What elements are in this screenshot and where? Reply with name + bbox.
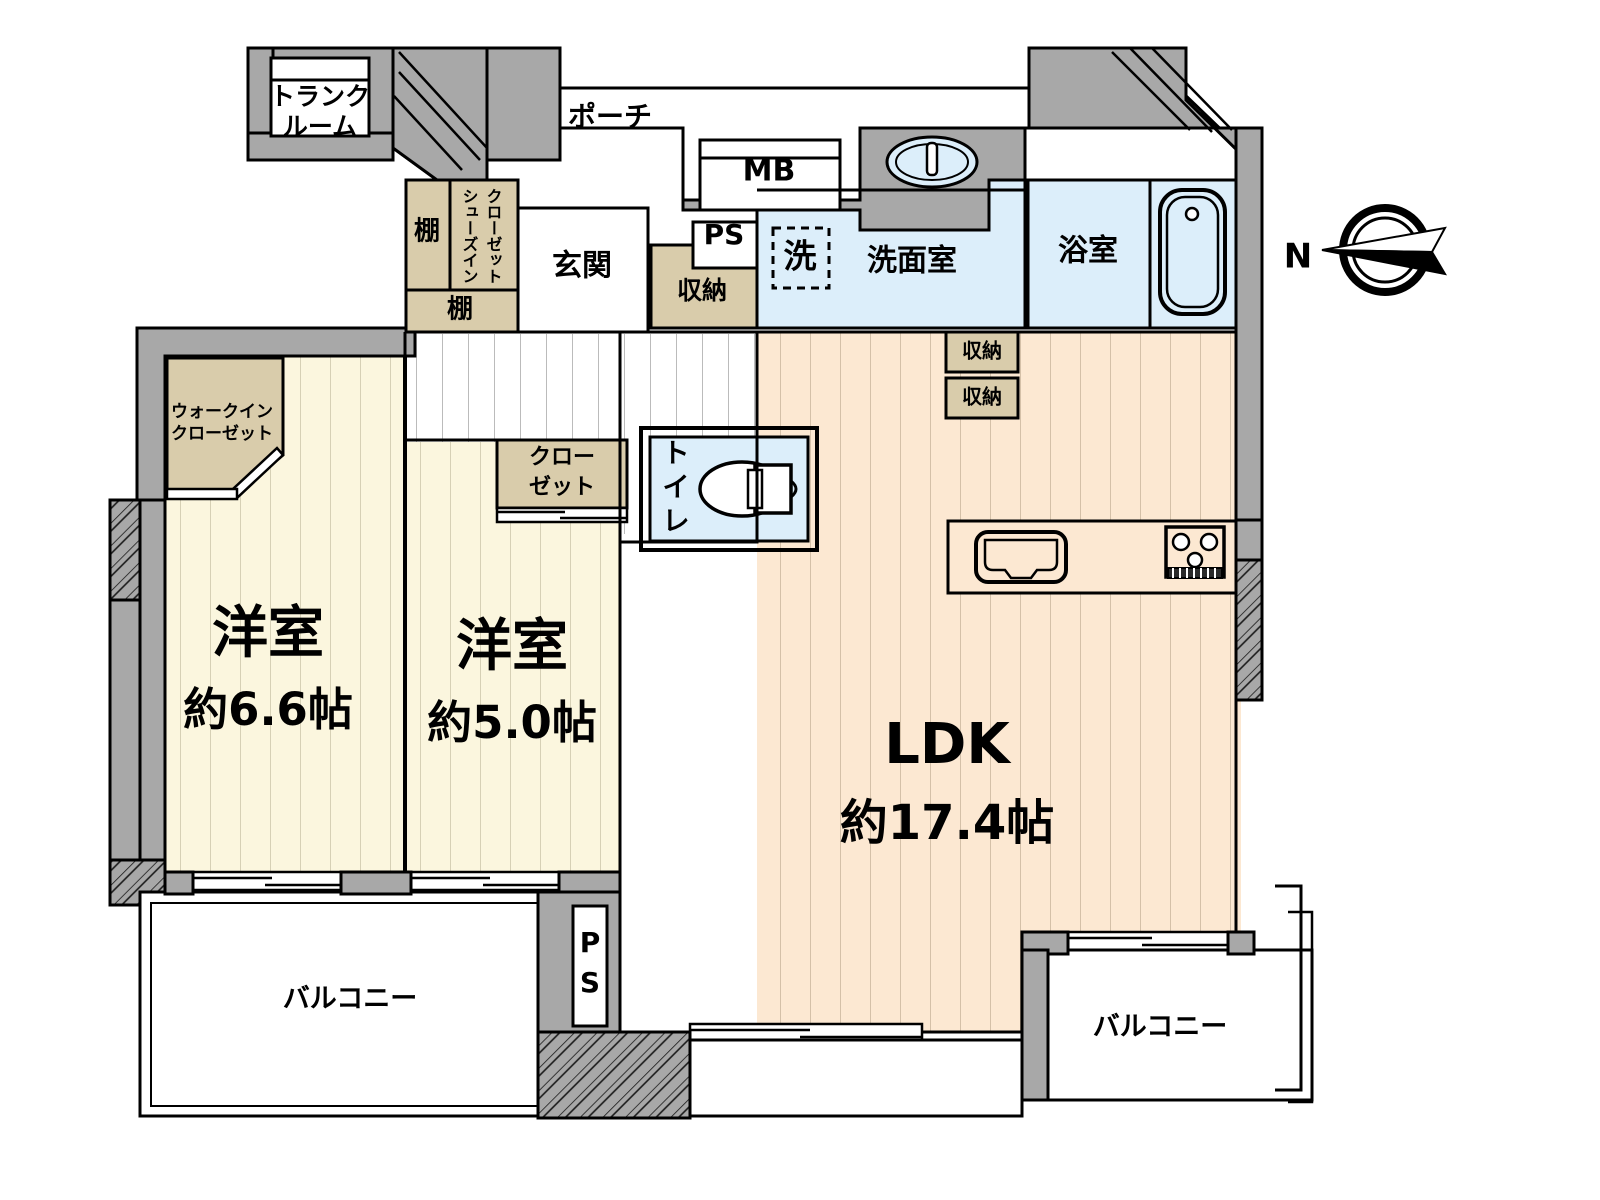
toilet-handle-icon (790, 479, 798, 499)
storage-ldk-2-label: 収納 (962, 385, 1002, 409)
trunk-room-label-1: トランク (270, 82, 370, 111)
diag-line-3 (393, 95, 463, 171)
storage-boxes (165, 178, 1020, 524)
balcony-left-wall-top (163, 870, 195, 896)
genkan-box (516, 206, 650, 334)
toilet-label-3: レ (663, 507, 690, 538)
wic-door-bottom-icon[interactable] (165, 487, 239, 501)
sic-label-2: クローゼット (484, 188, 503, 284)
diag-r-1 (1111, 51, 1191, 131)
room1-size-label: 約6.6帖 (183, 683, 353, 736)
fixtures (698, 135, 1238, 595)
toilet-lid-icon (746, 468, 764, 510)
diag-wall-entry (391, 46, 489, 182)
washer-label: 洗 (784, 237, 817, 276)
diag-line-2 (398, 71, 481, 161)
storage-ldk-2-box (944, 376, 1020, 420)
mb-label: MB (743, 154, 796, 189)
compass-n-label: N (1284, 237, 1312, 277)
closet-room2-label-1: クロー (529, 445, 595, 470)
closet-room2-door-icon[interactable] (495, 506, 629, 524)
sic-label-1: シューズイン (460, 188, 479, 284)
diag-line-1 (398, 51, 488, 149)
mb-box (698, 138, 842, 212)
balcony-right-outer2 (1288, 910, 1314, 1104)
stove-burner-3-icon (1186, 551, 1204, 569)
wic-label-2: クローゼット (171, 423, 273, 444)
bathroom-label: 浴室 (1058, 234, 1118, 269)
genkan-label: 玄関 (552, 249, 612, 284)
labels: トランク ルーム ポーチ MB PS 洗 洗面室 浴室 シューズイン クローゼッ… (171, 82, 1227, 1043)
doors (403, 330, 720, 450)
ldk-name-label: LDK (884, 712, 1012, 777)
balcony-mid-wall (339, 870, 413, 896)
window-room2 (409, 870, 561, 892)
ps-balcony-label-2: S (580, 966, 600, 999)
balcony-center-outline (688, 1038, 1024, 1118)
ldk-size-label: 約17.4帖 (840, 795, 1054, 851)
closet-room2-label-2: ゼット (529, 475, 595, 500)
wall-porch-left (485, 46, 562, 162)
balcony-right-outer (1275, 884, 1303, 1092)
room2-size-label: 約5.0帖 (427, 696, 597, 749)
bathtub-drain-icon (1184, 206, 1200, 222)
washer-box (771, 226, 831, 290)
wall-upper-right (1027, 46, 1247, 182)
window-room1 (191, 870, 343, 892)
shelf-upper-label: 棚 (414, 217, 440, 247)
wall-porch-top (487, 48, 1029, 160)
balcony-right-wall-right (1226, 930, 1256, 956)
partitions (403, 206, 831, 1032)
wall-right-cut (1234, 558, 1264, 702)
balcony-right-wall-vert (1020, 948, 1050, 1102)
vanity-faucet-icon (925, 141, 939, 177)
toilet-room-box (639, 426, 819, 552)
wall-right-exterior (1234, 126, 1264, 570)
balconies (138, 870, 1314, 1120)
porch-label: ポーチ (568, 100, 652, 133)
ldk-floor (757, 332, 1241, 1032)
ps-balcony-box (571, 904, 609, 1028)
trunk-room-box (269, 56, 371, 138)
shelf-lower-label: 棚 (447, 295, 473, 325)
diag-r-3 (1151, 47, 1233, 131)
stove-burner-1-icon (1171, 532, 1191, 552)
stove-burner-2-icon (1199, 532, 1219, 552)
structure (108, 46, 1264, 907)
kitchen-sink-inner-icon (983, 538, 1059, 580)
compass: N (1284, 204, 1447, 296)
toilet-label-2: イ (663, 473, 690, 504)
storage-ldk-1-label: 収納 (962, 339, 1002, 363)
washroom-label: 洗面室 (867, 244, 957, 279)
diag-r-2 (1129, 47, 1213, 133)
window-ldk-east (1066, 930, 1230, 952)
wall-left-cut (108, 498, 142, 602)
windows (191, 870, 1230, 1044)
storage-entry-label: 収納 (677, 276, 727, 305)
room2-name-label: 洋室 (456, 614, 568, 679)
compass-needle-dark-icon (1321, 249, 1447, 276)
toilet-label-1: ト (663, 439, 690, 470)
wic-label-1: ウォークイン (171, 402, 273, 422)
bathtub-inner-icon (1165, 195, 1220, 309)
room1-name-label: 洋室 (212, 601, 324, 666)
ps-balcony-label-1: P (580, 926, 601, 959)
ps-entry-label: PS (704, 218, 745, 251)
balcony-left-label: バルコニー (283, 984, 417, 1015)
balcony-right-label: バルコニー (1093, 1012, 1227, 1043)
stove-grill-ticks (1172, 568, 1216, 578)
trunk-room-label-2: ルーム (283, 112, 357, 141)
storage-ldk-1-box (944, 330, 1020, 374)
ps-entry-box (691, 220, 759, 270)
ps-balcony-cut (536, 1030, 692, 1120)
